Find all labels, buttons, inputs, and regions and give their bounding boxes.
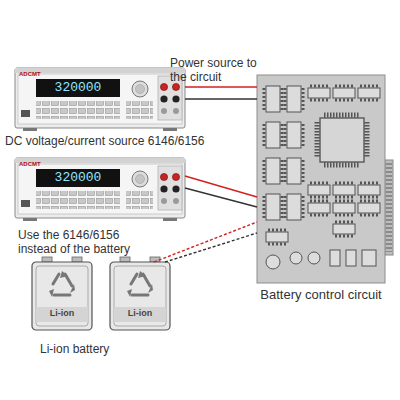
- node-text: DC voltage/current source 6146/6156: [5, 134, 220, 148]
- capacitor: [308, 252, 320, 264]
- wire: [185, 86, 257, 87]
- capacitor: [290, 252, 302, 264]
- chip: [333, 201, 355, 215]
- battery-drawing: [32, 257, 92, 330]
- brand-logo: ADCMT: [19, 71, 49, 78]
- node-text: Li-ion: [32, 308, 92, 319]
- node-text: Use the 6146/6156 instead of the battery: [18, 228, 152, 257]
- instrument-drawing: [15, 158, 185, 221]
- chip: [333, 183, 355, 197]
- capacitor: [266, 255, 280, 269]
- battery-drawing: [110, 257, 170, 330]
- chip: [358, 86, 380, 100]
- display-readout: 320000: [36, 169, 120, 187]
- processor-chip: [317, 115, 367, 165]
- wire: [154, 222, 257, 262]
- edge-label: Power source to the circuit: [170, 56, 266, 85]
- component: [330, 250, 340, 266]
- battery-control-board: Battery control circuit: [257, 75, 385, 283]
- node-text: Battery control circuit: [241, 287, 400, 303]
- connector-fingers: [386, 163, 392, 252]
- node-text: Li-ion: [110, 308, 170, 319]
- group-caption: Li-ion battery: [40, 342, 150, 356]
- wire: [185, 176, 257, 197]
- li-ion-battery: Li-ion: [32, 262, 92, 330]
- display-readout: 320000: [36, 79, 120, 97]
- component: [346, 250, 356, 266]
- li-ion-battery: Li-ion: [110, 262, 170, 330]
- chip: [285, 122, 303, 148]
- pcb-board: [257, 75, 385, 283]
- chip: [308, 201, 330, 215]
- wire-pair: [185, 176, 257, 207]
- chip: [308, 86, 330, 100]
- chip: [264, 122, 282, 148]
- chip: [285, 194, 303, 220]
- edge-connector: [385, 160, 393, 255]
- chip: [285, 158, 303, 184]
- chip: [285, 86, 303, 112]
- brand-logo: ADCMT: [19, 161, 49, 168]
- chip: [358, 183, 380, 197]
- wire: [185, 98, 257, 99]
- chip: [308, 183, 330, 197]
- chip: [264, 194, 282, 220]
- instrument-drawing: [15, 68, 185, 131]
- wire: [185, 188, 257, 207]
- wire-pair: [185, 87, 257, 99]
- chip: [266, 230, 288, 244]
- wire-pair: [154, 222, 257, 262]
- chip: [333, 222, 355, 236]
- chip: [358, 201, 380, 215]
- chip: [264, 86, 282, 112]
- chip: [333, 86, 355, 100]
- wire: [165, 233, 257, 262]
- component: [362, 250, 376, 266]
- chip: [264, 158, 282, 184]
